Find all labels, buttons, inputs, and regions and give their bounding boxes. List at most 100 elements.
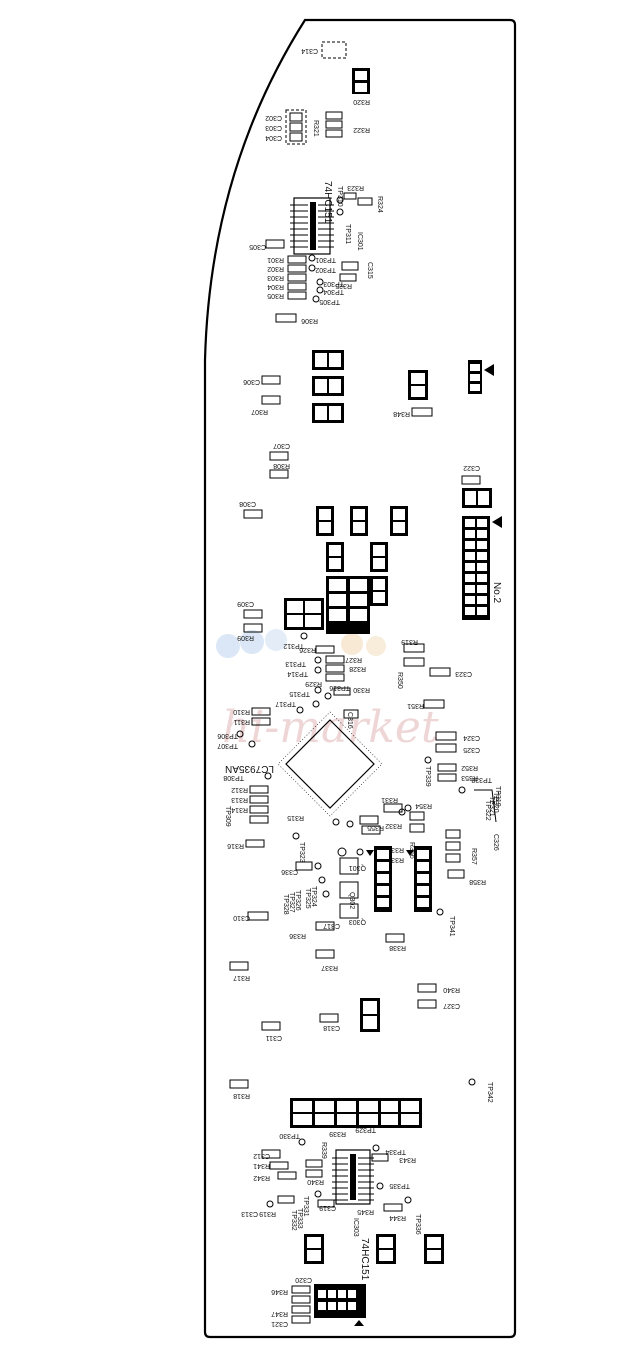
svg-text:TP341: TP341 [448,916,455,937]
connector-label: No.2 [491,582,502,604]
svg-text:R346: R346 [271,1288,288,1295]
svg-text:C325: C325 [463,746,480,753]
svg-text:R313: R313 [231,796,248,803]
svg-text:R324: R324 [376,196,383,213]
svg-text:R352: R352 [461,764,478,771]
svg-text:Q303: Q303 [349,918,366,925]
svg-text:R345: R345 [357,1208,374,1215]
svg-text:R321: R321 [312,120,319,137]
svg-text:R340: R340 [307,1178,324,1185]
svg-text:R332: R332 [385,822,402,829]
svg-text:TP320: TP320 [492,792,499,813]
svg-text:R308: R308 [273,462,290,469]
svg-text:C336: C336 [281,868,298,875]
svg-text:C313: C313 [241,1210,258,1217]
svg-text:Q302: Q302 [348,892,355,909]
svg-text:R318: R318 [233,1092,250,1099]
ic302 [277,711,383,817]
svg-text:R344: R344 [389,1214,406,1221]
svg-text:C321: C321 [271,1320,288,1327]
svg-text:R338: R338 [389,944,406,951]
svg-text:C306: C306 [243,378,260,385]
svg-text:C317: C317 [323,922,340,929]
svg-text:TP336: TP336 [414,1214,421,1235]
svg-text:R334: R334 [387,856,404,863]
svg-text:Q301: Q301 [349,864,366,871]
svg-text:TP326: TP326 [294,890,301,911]
svg-text:R306: R306 [301,317,318,324]
svg-text:R343: R343 [399,1156,416,1163]
svg-text:R339: R339 [320,1142,327,1159]
svg-text:R326: R326 [299,646,316,653]
svg-text:TP313: TP313 [285,660,306,667]
svg-text:TP328: TP328 [282,894,289,915]
watermark: hi-market [216,629,439,753]
svg-text:TP325: TP325 [304,888,311,909]
svg-text:R307: R307 [251,408,268,415]
svg-text:TP312: TP312 [283,642,304,649]
svg-text:R357: R357 [470,848,477,865]
svg-text:C307: C307 [273,442,290,449]
svg-text:R351: R351 [407,702,424,709]
svg-text:C323: C323 [455,670,472,677]
ic301 [290,197,334,255]
svg-text:R320: R320 [353,98,370,105]
svg-text:R328: R328 [349,665,366,672]
svg-text:TP329: TP329 [355,1126,376,1133]
svg-text:C312: C312 [253,1152,270,1159]
pad-stacks [366,846,432,912]
svg-text:R311: R311 [234,718,250,725]
svg-text:R301: R301 [267,256,284,263]
svg-text:C305: C305 [249,243,266,250]
svg-text:R319: R319 [401,638,418,645]
svg-text:C315: C315 [366,262,373,279]
svg-text:TP317: TP317 [275,700,296,707]
svg-text:R305: R305 [267,292,284,299]
svg-text:R355: R355 [367,824,384,831]
svg-text:74HC151: 74HC151 [322,181,333,224]
svg-text:C318: C318 [323,1024,340,1031]
svg-text:R340: R340 [443,986,460,993]
svg-text:R315: R315 [287,814,304,821]
svg-text:C326: C326 [492,834,499,851]
svg-text:R333: R333 [387,846,404,853]
svg-text:TP331: TP331 [302,1196,309,1217]
svg-text:TP335: TP335 [389,1182,410,1189]
svg-text:C303: C303 [265,124,282,131]
svg-text:TP319: TP319 [494,786,501,807]
svg-text:TP332: TP332 [290,1210,297,1231]
svg-text:R309: R309 [237,634,254,641]
svg-text:R358: R358 [469,878,486,885]
svg-text:TP334: TP334 [385,1148,406,1155]
svg-text:TP327: TP327 [288,892,295,913]
watermark-text: hi-market [222,702,439,753]
svg-text:R304: R304 [267,283,284,290]
svg-text:TP322: TP322 [484,800,491,821]
svg-text:R342: R342 [253,1174,270,1181]
svg-text:TP339: TP339 [424,766,431,787]
svg-text:TP309: TP309 [224,806,231,827]
svg-text:C327: C327 [443,1002,460,1009]
svg-text:IC303: IC303 [352,1218,359,1237]
svg-text:TP330: TP330 [279,1132,300,1139]
svg-text:TP304: TP304 [323,288,344,295]
ic303 [332,1149,374,1205]
svg-text:C316: C316 [346,712,353,729]
svg-text:R331: R331 [381,796,398,803]
svg-text:R317: R317 [233,974,250,981]
svg-text:TP301: TP301 [315,256,336,263]
svg-text:R350: R350 [396,672,403,689]
svg-text:C310: C310 [233,914,250,921]
svg-text:R348: R348 [393,410,410,417]
svg-text:R302: R302 [267,265,284,272]
connector-no2: No.2 [462,516,502,620]
svg-text:C324: C324 [463,734,480,741]
svg-text:TP321: TP321 [488,796,495,817]
svg-text:R310: R310 [233,708,250,715]
svg-text:TP315: TP315 [289,690,310,697]
svg-text:TP314: TP314 [287,670,308,677]
svg-text:TP323: TP323 [298,842,305,863]
svg-text:R323: R323 [347,184,364,191]
svg-text:R314: R314 [231,806,248,813]
